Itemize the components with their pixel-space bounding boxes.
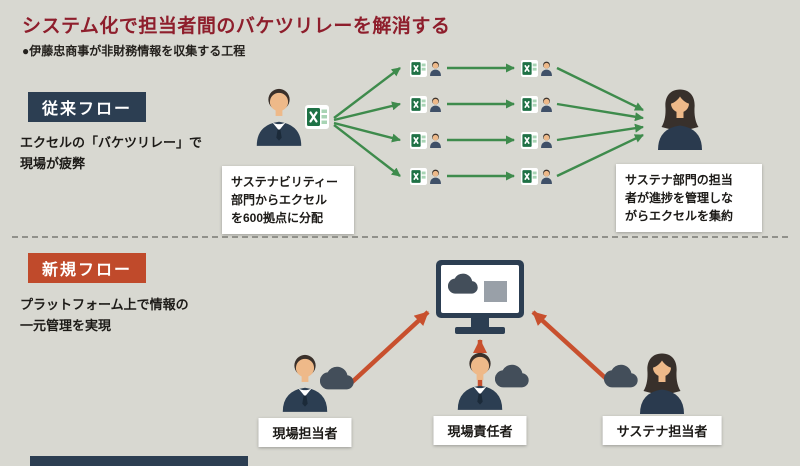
- role-label-field-staff: 現場担当者: [258, 418, 352, 447]
- platform-monitor-icon: [436, 260, 524, 338]
- sustena-staff-icon: [632, 350, 692, 419]
- page-title: システム化で担当者間のバケツリレーを解消する: [22, 16, 451, 37]
- site-recipient: [410, 60, 443, 77]
- excel-file-icon: [521, 132, 538, 149]
- cloud-icon: [319, 366, 354, 395]
- role-label-field-manager: 現場責任者: [433, 416, 527, 445]
- sustena-manager-icon: [650, 86, 710, 155]
- distribute-note: サステナビリティー 部門からエクセル を600拠点に分配: [222, 166, 354, 234]
- cloud-icon: [448, 273, 478, 294]
- site-worker-icon: [430, 97, 441, 112]
- excel-file-icon: [521, 60, 538, 77]
- site-worker-icon: [541, 133, 552, 148]
- site-recipient: [521, 96, 554, 113]
- legacy-converge-arrows: [556, 66, 644, 178]
- site-recipient: [521, 132, 554, 149]
- footer-bar-partial: [30, 456, 248, 466]
- excel-file-icon: [521, 96, 538, 113]
- role-label-sustena-staff: サステナ担当者: [602, 416, 722, 445]
- site-worker-icon: [430, 61, 441, 76]
- section-divider: [12, 236, 788, 238]
- site-worker-icon: [541, 97, 552, 112]
- legacy-flow-badge: 従来フロー: [28, 92, 146, 122]
- site-recipient: [410, 132, 443, 149]
- excel-file-icon: [410, 96, 427, 113]
- page-subtitle: ●伊藤忠商事が非財務情報を収集する工程: [22, 44, 246, 58]
- site-worker-icon: [430, 169, 441, 184]
- site-recipient: [521, 60, 554, 77]
- legacy-flow-description: エクセルの「バケツリレー」で 現場が疲弊: [20, 135, 203, 171]
- excel-file-icon: [410, 60, 427, 77]
- aggregate-note: サステナ部門の担当 者が進捗を管理しな がらエクセルを集約: [616, 164, 762, 232]
- site-worker-icon: [541, 61, 552, 76]
- site-recipient: [521, 168, 554, 185]
- new-flow-badge: 新規フロー: [28, 253, 146, 283]
- site-worker-icon: [541, 169, 552, 184]
- excel-file-icon: [410, 132, 427, 149]
- legacy-fanout-arrows: [333, 67, 401, 177]
- cloud-icon: [494, 364, 529, 393]
- sustainability-staff-icon: [250, 86, 308, 151]
- monitor-screen: [441, 265, 519, 313]
- site-recipient: [410, 96, 443, 113]
- monitor-stand-neck: [471, 318, 489, 327]
- data-block: [484, 281, 507, 302]
- site-recipient: [410, 168, 443, 185]
- excel-file-icon: [410, 168, 427, 185]
- excel-file-icon: [521, 168, 538, 185]
- new-flow-description: プラットフォーム上で情報の 一元管理を実現: [20, 297, 189, 333]
- field-staff-icon: [276, 352, 334, 417]
- legacy-relay-arrows: [447, 63, 515, 181]
- site-worker-icon: [430, 133, 441, 148]
- excel-file-icon: [305, 105, 329, 134]
- monitor-stand-base: [455, 327, 505, 334]
